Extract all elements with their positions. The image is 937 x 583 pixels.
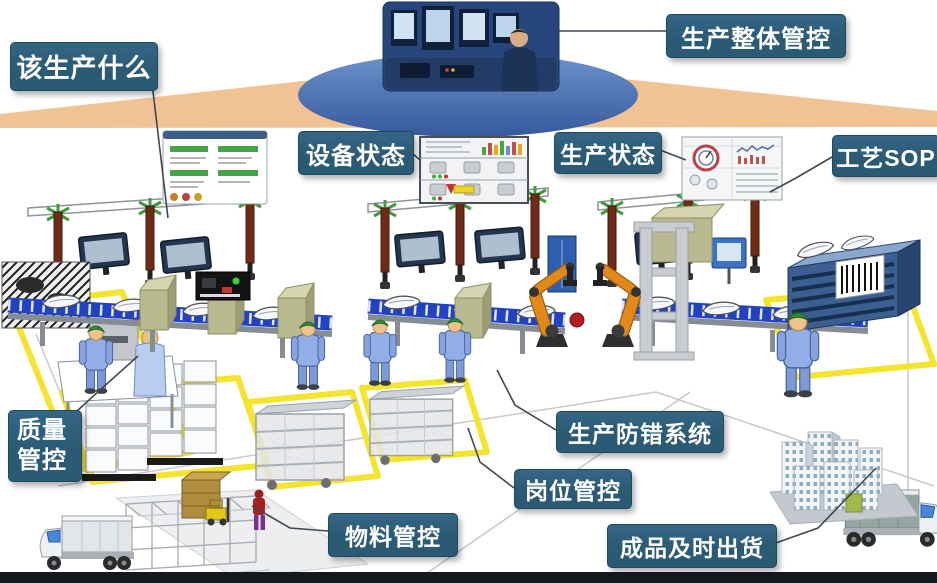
callout-finished-goods-shipment: 成品及时出货	[607, 524, 777, 568]
black-equipment	[195, 271, 251, 301]
console-screen	[711, 237, 747, 284]
callout-what-to-produce: 该生产什么	[10, 42, 158, 91]
control-room-photo	[382, 1, 560, 92]
connector-lines	[75, 30, 877, 545]
forklift	[205, 498, 230, 526]
city-buildings	[769, 431, 919, 525]
callout-process-sop: 工艺SOP	[832, 135, 937, 177]
wire-carts	[254, 385, 466, 490]
barcode-cabinet	[787, 233, 921, 333]
callout-production-status: 生产状态	[554, 132, 662, 174]
mes-window-screen	[162, 130, 268, 205]
callout-overall-production-control: 生产整体管控	[666, 14, 846, 58]
callout-equipment-status: 设备状态	[298, 131, 414, 175]
callout-material-control: 物料管控	[328, 513, 458, 557]
callout-production-error-proofing: 生产防错系统	[556, 411, 724, 453]
callout-quality-control: 质量 管控	[8, 410, 82, 482]
video-progress-bar	[0, 572, 937, 583]
andon-dashboard-screen	[419, 136, 529, 204]
picker-figure	[253, 489, 265, 530]
production-gauge-screen	[681, 136, 783, 201]
delivery-truck-left	[39, 515, 134, 570]
quality-control-line2: 管控	[17, 447, 67, 474]
quality-control-line1: 质量	[17, 417, 67, 444]
callout-station-control: 岗位管控	[514, 469, 632, 509]
